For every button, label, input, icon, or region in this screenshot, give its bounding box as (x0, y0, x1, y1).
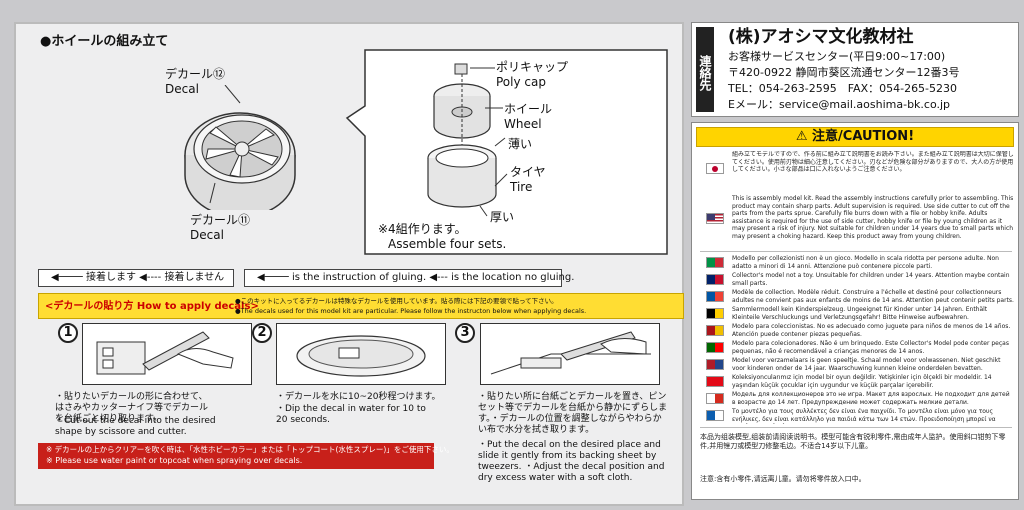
step3-en: ・Put the decal on the desired place and … (478, 440, 665, 483)
company-email: Eメール：service@mail.aoshima-bk.co.jp (728, 98, 951, 111)
arrow-solid-icon: ◀──── (257, 272, 292, 283)
lang-text: Modelo para coleccionistas. No es adecua… (732, 323, 1011, 338)
lang-flag-icon (706, 410, 724, 421)
caution-en-text: This is assembly model kit. Read the ass… (732, 195, 1014, 240)
arrow-dashed-icon: ◀‑‑‑ (429, 272, 452, 283)
noglue-jp-text: 接着しません (164, 272, 225, 283)
decal12-en: Decal (165, 82, 199, 96)
lang-text: Modelo para colecionadores. Não é um bri… (732, 340, 1009, 355)
lang-flag-icon (706, 393, 724, 404)
lang-flag-icon (706, 342, 724, 353)
lang-text: Collector's model not a toy. Unsuitable … (732, 272, 1010, 287)
decal11-jp: デカール⑪ (190, 213, 251, 227)
glue-legend-en: ◀──── is the instruction of gluing. ◀‑‑‑… (244, 269, 574, 287)
polycap-jp: ポリキャップ (496, 60, 569, 74)
caution-title: ⚠ 注意/CAUTION! (696, 127, 1014, 147)
step3-illustration (480, 323, 660, 385)
step2-jp: ・デカールを水に10~20秒程つけます。 (276, 392, 441, 402)
noglue-en-text: is the location no gluing. (451, 272, 575, 283)
water-dish-icon (296, 335, 426, 377)
usa-flag-icon (706, 213, 724, 224)
lang-text: Model voor verzamelaars is geen speeltje… (732, 357, 1001, 372)
glue-jp-text: 接着します (85, 272, 136, 283)
assembly-title: ●ホイールの組み立て (40, 34, 169, 49)
lang-text: Modèle de collection. Modèle réduit. Con… (732, 289, 1014, 304)
decal12-jp: デカール⑫ (165, 67, 226, 81)
lang-flag-icon (706, 325, 724, 336)
howto-title: <デカールの貼り方 How to apply decals> (45, 301, 259, 312)
wheel-illustration (184, 85, 296, 210)
company-name: (株)アオシマ文化教材社 (728, 27, 914, 47)
company-contact-box: 連絡先 (株)アオシマ文化教材社 お客様サービスセンター(平日9:00~17:0… (691, 22, 1019, 117)
cutting-decal-icon (96, 331, 234, 375)
lang-flag-icon (706, 376, 724, 387)
company-phone: TEL：054-263-2595 FAX：054-265-5230 (728, 82, 958, 95)
divider (700, 251, 1012, 252)
lang-text: Модель для коллекционеров это не игра. М… (732, 391, 1010, 406)
step1-en: ・Cut out the decal into the desired shap… (55, 416, 216, 437)
topcoat-warning-en: ※ Please use water paint or topcoat when… (46, 456, 303, 465)
arrow-solid-icon: ◀──── (51, 272, 86, 283)
arrow-dashed-icon: ◀‑‑‑‑ (139, 272, 165, 283)
step3-number: 3 (455, 323, 475, 343)
lang-text: Koleksiyoncularımız için model bir oyun … (732, 374, 992, 389)
company-address: 〒420-0922 静岡市葵区流通センター12番3号 (728, 66, 960, 79)
contact-label: 連絡先 (696, 27, 714, 112)
lang-flag-icon (706, 274, 724, 285)
step1-jp: ・貼りたいデカールの形に合わせて、はさみやカッターナイフ等でデカールを台紙ごと切… (55, 392, 209, 424)
step2-en: ・Dip the decal in water for 10 to 20 sec… (276, 404, 426, 425)
decal11-en: Decal (190, 228, 224, 242)
topcoat-warning-jp: ※ デカールの上からクリアーを吹く時は、「水性ホビーカラー」または「トップコート… (46, 445, 454, 454)
howto-header: <デカールの貼り方 How to apply decals> ●このキットに入っ… (38, 293, 684, 319)
lang-flag-icon (706, 359, 724, 370)
topcoat-warning: ※ デカールの上からクリアーを吹く時は、「水性ホビーカラー」または「トップコート… (38, 443, 454, 469)
howto-line1: ●このキットに入ってるデカールは特殊なデカールを使用しています。貼る際には下記の… (235, 297, 558, 305)
step2-illustration (276, 323, 446, 385)
step1-number: 1 (58, 323, 78, 343)
glue-legend-jp: ◀──── 接着します ◀‑‑‑‑ 接着しません (38, 269, 234, 287)
tire-en: Tire (510, 180, 533, 194)
thick-label: 厚い (490, 210, 515, 224)
lang-flag-icon (706, 257, 724, 268)
howto-line2: ●The decals used for this model kit are … (235, 307, 587, 315)
caution-title-text: 注意/CAUTION! (812, 129, 915, 144)
lang-text: Το μοντέλο για τους συλλέκτες δεν είναι … (732, 408, 996, 424)
caution-cn-text: 本品为组装模型,组装前请阅读说明书。模型可能含有锐利零件,需由成年人监护。使用斜… (700, 433, 1006, 450)
polycap-en: Poly cap (496, 75, 546, 89)
lang-text: Modello per collezionisti non è un gioco… (732, 255, 999, 270)
wheel-jp: ホイール (504, 102, 553, 116)
step2-number: 2 (252, 323, 272, 343)
step3-jp: ・貼りたい所に台紙ごとデカールを置き、ピンセット等でデカールを台紙から静かにずら… (478, 392, 668, 435)
tire-jp: タイヤ (510, 165, 546, 179)
lang-flag-icon (706, 291, 724, 302)
caution-box: ⚠ 注意/CAUTION! 組み立てモデルですので、作る前に組み立て説明書をお読… (691, 122, 1019, 500)
wheel-en: Wheel (504, 117, 542, 131)
caution-jp-text: 組み立てモデルですので、作る前に組み立て説明書をお読み下さい。また組み立て説明書… (732, 151, 1014, 173)
lang-flag-icon (706, 308, 724, 319)
exploded-view-callout (345, 49, 668, 255)
glue-en-text: is the instruction of gluing. (291, 272, 427, 283)
japan-flag-icon (706, 163, 724, 174)
caution-cn-text2: 注意:含有小零件,请远离儿童。请勿将零件放入口中。 (700, 475, 866, 483)
tweezers-icon (490, 331, 651, 375)
company-service: お客様サービスセンター(平日9:00~17:00) (728, 50, 946, 63)
make-four-en: Assemble four sets. (388, 237, 507, 251)
step1-illustration (82, 323, 252, 385)
thin-label: 薄い (508, 137, 533, 151)
make-four-jp: ※4組作ります。 (378, 222, 467, 236)
lang-text: Sammlermodell kein Kinderspielzeug. Unge… (732, 306, 988, 321)
divider (700, 427, 1012, 428)
warning-triangle-icon: ⚠ (795, 129, 813, 144)
